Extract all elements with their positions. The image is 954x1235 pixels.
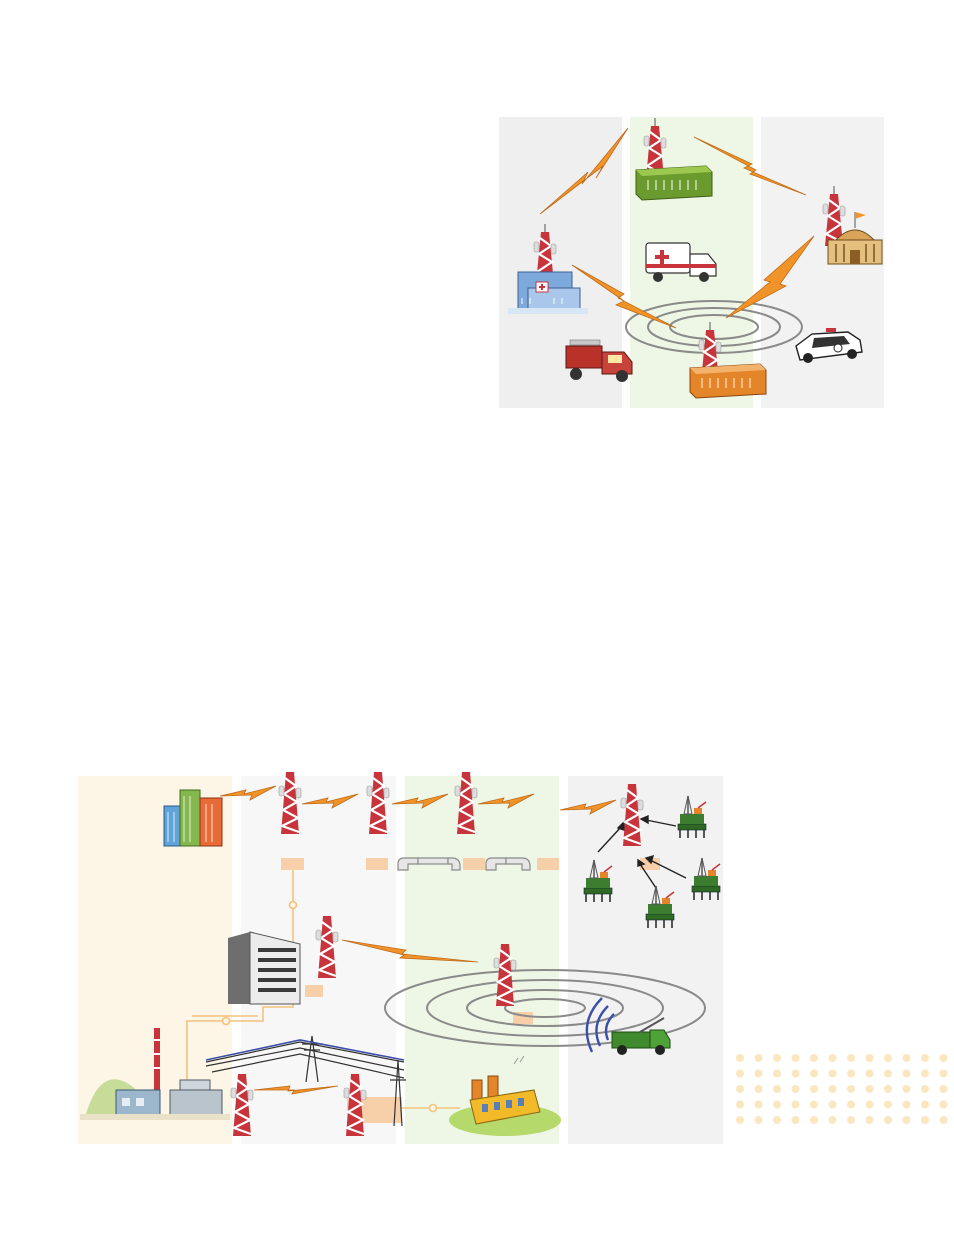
decorative-dot xyxy=(866,1101,874,1109)
decorative-dot xyxy=(792,1054,800,1062)
decorative-dot xyxy=(921,1116,929,1124)
decorative-dot xyxy=(810,1101,818,1109)
decorative-dot xyxy=(866,1085,874,1093)
decorative-dot xyxy=(829,1101,837,1109)
decorative-dot xyxy=(903,1101,911,1109)
fiber-connection xyxy=(187,862,460,1112)
city-buildings-icon xyxy=(164,790,222,846)
decorative-dot xyxy=(810,1116,818,1124)
arrow xyxy=(598,816,686,888)
decorative-dot xyxy=(755,1054,763,1062)
decorative-dot xyxy=(810,1070,818,1078)
decorative-dot xyxy=(810,1054,818,1062)
cell-tower-icon xyxy=(279,772,301,834)
decorative-dot xyxy=(829,1085,837,1093)
decorative-dots xyxy=(736,1054,948,1124)
decorative-dot xyxy=(736,1070,744,1078)
decorative-dot xyxy=(940,1101,948,1109)
decorative-dot xyxy=(773,1101,781,1109)
oil-platform-icon xyxy=(678,796,706,838)
decorative-dot xyxy=(866,1116,874,1124)
decorative-dot xyxy=(921,1101,929,1109)
label-box xyxy=(281,858,660,1123)
decorative-dot xyxy=(866,1054,874,1062)
decorative-dot xyxy=(847,1101,855,1109)
power-plant-icon xyxy=(80,1028,230,1120)
decorative-dot xyxy=(829,1116,837,1124)
decorative-dot xyxy=(736,1054,744,1062)
oil-platform-icon xyxy=(646,886,674,928)
oil-platform-icon xyxy=(584,860,612,902)
decorative-dot xyxy=(903,1070,911,1078)
decorative-dot xyxy=(847,1085,855,1093)
decorative-dot xyxy=(736,1116,744,1124)
decorative-dot xyxy=(847,1070,855,1078)
cell-tower-icon xyxy=(367,772,389,834)
decorative-dot xyxy=(755,1101,763,1109)
decorative-dot xyxy=(736,1101,744,1109)
decorative-dot xyxy=(921,1054,929,1062)
decorative-dot xyxy=(736,1085,744,1093)
decorative-dot xyxy=(940,1116,948,1124)
cell-tower-icon xyxy=(231,1074,253,1136)
decorative-dot xyxy=(755,1116,763,1124)
cell-tower-icon xyxy=(316,916,338,978)
decorative-dot xyxy=(773,1116,781,1124)
oil-platform-icon xyxy=(692,858,720,900)
decorative-dot xyxy=(903,1085,911,1093)
decorative-dot xyxy=(940,1054,948,1062)
decorative-dot xyxy=(847,1116,855,1124)
decorative-dot xyxy=(940,1070,948,1078)
decorative-dot xyxy=(921,1085,929,1093)
decorative-dot xyxy=(755,1085,763,1093)
factory-icon xyxy=(449,1056,561,1136)
decorative-dot xyxy=(773,1070,781,1078)
decorative-dot xyxy=(792,1070,800,1078)
decorative-dot xyxy=(773,1085,781,1093)
decorative-dot xyxy=(810,1085,818,1093)
decorative-dot xyxy=(866,1070,874,1078)
cell-tower-icon xyxy=(494,944,516,1006)
decorative-dot xyxy=(884,1085,892,1093)
decorative-dot xyxy=(921,1070,929,1078)
decorative-dot xyxy=(773,1054,781,1062)
decorative-dot xyxy=(847,1054,855,1062)
decorative-dot xyxy=(792,1085,800,1093)
decorative-dot xyxy=(792,1116,800,1124)
decorative-dot xyxy=(884,1101,892,1109)
decorative-dot xyxy=(903,1054,911,1062)
decorative-dot xyxy=(829,1070,837,1078)
office-building-icon xyxy=(228,932,300,1004)
decorative-dot xyxy=(903,1116,911,1124)
cell-tower-icon xyxy=(621,784,643,846)
decorative-dot xyxy=(884,1070,892,1078)
decorative-dot xyxy=(792,1101,800,1109)
decorative-dot xyxy=(884,1116,892,1124)
cell-tower-icon xyxy=(455,772,477,834)
decorative-dot xyxy=(755,1070,763,1078)
decorative-dot xyxy=(884,1054,892,1062)
decorative-dot xyxy=(829,1054,837,1062)
decorative-dot xyxy=(940,1085,948,1093)
